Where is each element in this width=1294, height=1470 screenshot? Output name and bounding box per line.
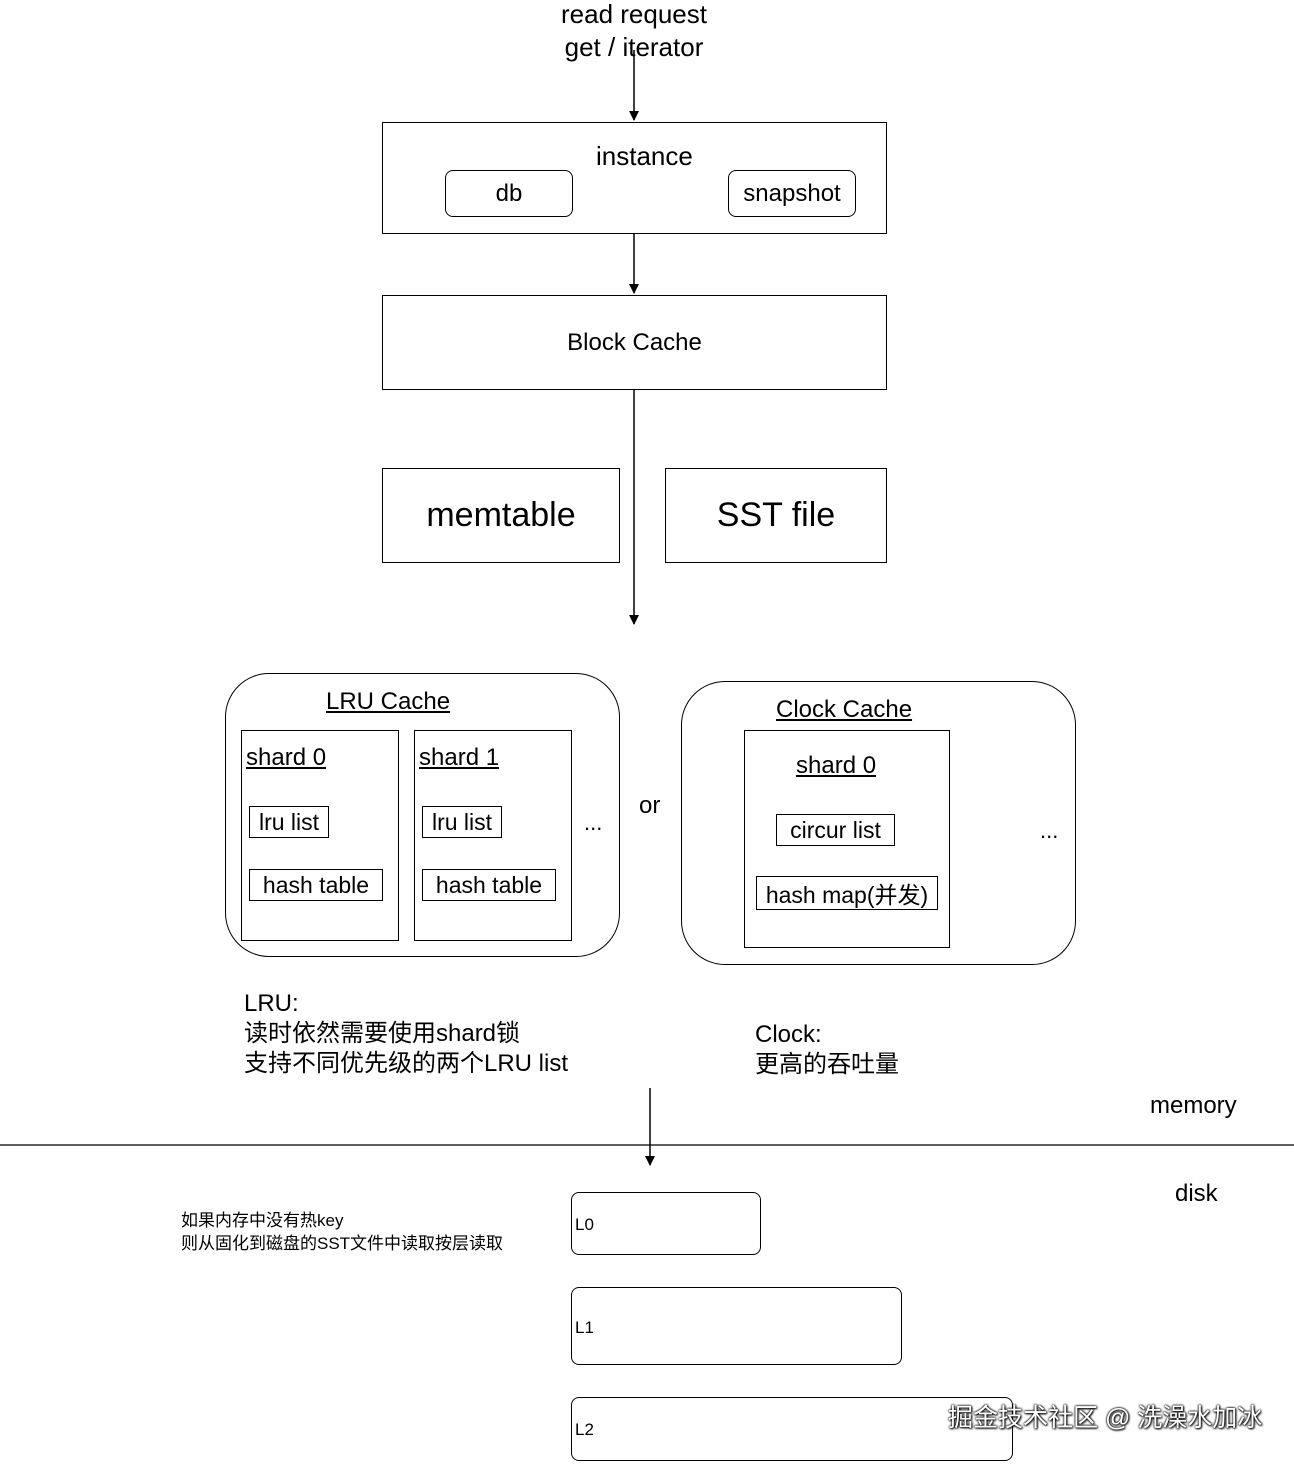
memtable-label: memtable [426,496,576,534]
lru-ellipsis: ... [584,810,603,835]
clock-cache-title: Clock Cache [776,696,913,723]
lru-shard0-table: hash table [249,869,383,901]
clock-shard0-map-label: hash map(并发) [765,882,929,908]
clock-shard0-title: shard 0 [796,752,877,779]
lru-shard1-table-label: hash table [435,871,543,898]
lru-shard0-title: shard 0 [246,744,327,771]
level-l1-label: L1 [575,1318,594,1337]
memory-label: memory [1150,1092,1237,1119]
lru-shard1-list-label: lru list [431,808,493,835]
level-l2-label: L2 [575,1420,594,1439]
memtable-box: memtable [382,468,620,563]
sst-file-box: SST file [665,468,887,563]
lru-shard1-table: hash table [422,869,556,901]
instance-title: instance [596,141,693,171]
lru-note-title: LRU: [244,990,299,1017]
lru-note-line1: 读时依然需要使用shard锁 [244,1020,521,1047]
request-label-line2: get / iterator [564,32,704,62]
watermark: 掘金技术社区 @ 洗澡水加冰 [948,1404,1263,1432]
db-box: db [445,170,573,217]
clock-shard0-list: circur list [776,814,895,846]
disk-label: disk [1175,1180,1218,1207]
clock-note-line1: 更高的吞吐量 [755,1051,899,1078]
lru-cache-title: LRU Cache [326,688,451,715]
clock-shard0-map: hash map(并发) [756,876,938,910]
sst-file-label: SST file [716,496,836,534]
lru-note-line2: 支持不同优先级的两个LRU list [244,1050,569,1077]
snapshot-box: snapshot [728,170,856,217]
level-l0-box: L0 [571,1192,761,1255]
clock-ellipsis: ... [1040,818,1059,843]
lru-shard1-list: lru list [422,806,502,838]
snapshot-label: snapshot [743,179,841,207]
level-l2-box: L2 [571,1397,1013,1461]
lru-shard0-list: lru list [249,806,329,838]
clock-note-title: Clock: [755,1021,822,1048]
disk-note-line2: 则从固化到磁盘的SST文件中读取按层读取 [181,1234,504,1253]
block-cache-label: Block Cache [567,328,702,356]
or-label: or [639,792,661,819]
level-l0-label: L0 [575,1215,594,1234]
lru-shard1-title: shard 1 [419,744,500,771]
block-cache-box: Block Cache [382,295,887,390]
clock-shard0-list-label: circur list [790,816,881,843]
request-label-line1: read request [561,0,707,29]
lru-shard0-list-label: lru list [258,808,320,835]
db-label: db [495,179,523,207]
disk-note-line1: 如果内存中没有热key [181,1211,344,1230]
lru-shard0-table-label: hash table [262,871,370,898]
level-l1-box: L1 [571,1287,902,1365]
